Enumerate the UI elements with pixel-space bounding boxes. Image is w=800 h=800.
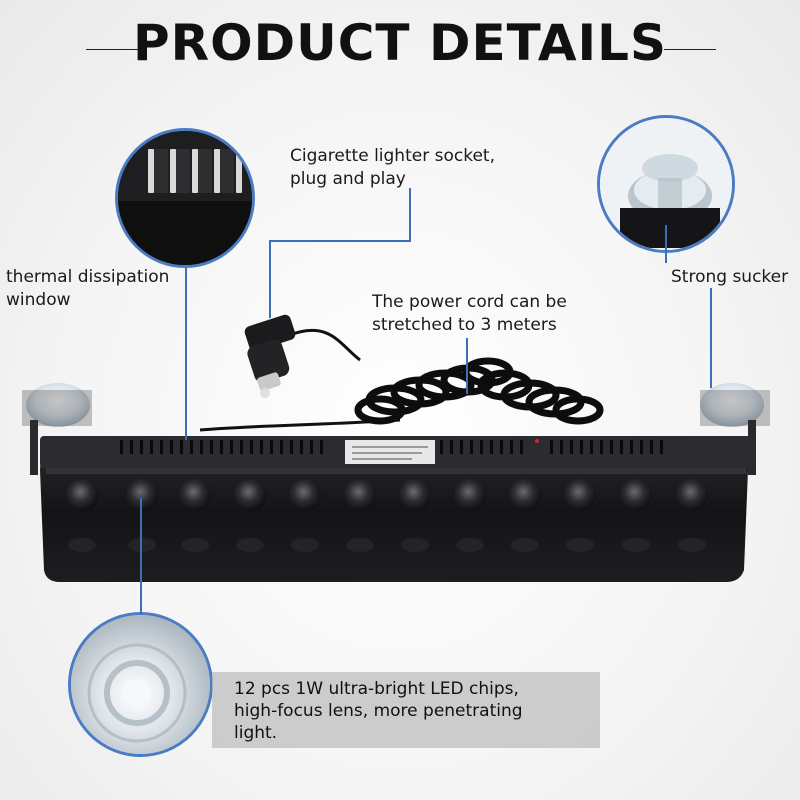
sucker-label-line-1: Strong sucker [671, 267, 789, 287]
vent-slots [120, 440, 663, 454]
thermal-label-line-1: thermal dissipation [6, 267, 170, 287]
led-row [66, 479, 708, 511]
sucker-line-v1 [665, 225, 667, 263]
cord-label-line-1: The power cord can be [372, 292, 567, 312]
thermal-label-line-2: window [6, 290, 71, 310]
led-chip-1 [66, 479, 98, 511]
led-chip-5 [289, 479, 321, 511]
cigarette-label-line-1: Cigarette lighter socket, [290, 146, 495, 166]
title-rule-left [86, 49, 138, 50]
led-line-v [140, 498, 142, 614]
led-label-line-2: high-focus lens, more penetrating [234, 701, 523, 721]
thermal-line-v [185, 268, 187, 440]
page-title: PRODUCT DETAILS [132, 14, 668, 72]
thermal-label: thermal dissipation window [6, 266, 169, 312]
led-callout-box [212, 672, 600, 748]
led-chip-2 [126, 479, 158, 511]
cigarette-plug [244, 314, 296, 398]
led-chip-11 [620, 479, 652, 511]
cord-line-v [466, 338, 468, 394]
led-chip-9 [509, 479, 541, 511]
led-chip-4 [234, 479, 266, 511]
cigarette-line-h [269, 240, 411, 242]
thermal-window-closeup [115, 128, 255, 268]
led-label: 12 pcs 1W ultra-bright LED chips, high-f… [234, 678, 523, 744]
led-label-line-1: 12 pcs 1W ultra-bright LED chips, [234, 679, 519, 699]
led-label-line-3: light. [234, 723, 278, 743]
led-chip-3 [179, 479, 211, 511]
led-chip-12 [676, 479, 708, 511]
led-chip-7 [399, 479, 431, 511]
left-sucker [22, 383, 92, 475]
led-lens-closeup [68, 612, 213, 757]
led-chip-10 [564, 479, 596, 511]
light-bar-body [40, 440, 752, 582]
sucker-line-v2 [710, 288, 712, 388]
cigarette-label: Cigarette lighter socket, plug and play [290, 145, 495, 191]
cord-label-line-2: stretched to 3 meters [372, 315, 557, 335]
cord-label: The power cord can be stretched to 3 met… [372, 291, 567, 337]
led-chip-8 [454, 479, 486, 511]
title-rule-right [664, 49, 716, 50]
sucker-label: Strong sucker [671, 266, 788, 289]
cigarette-line-v1 [409, 188, 411, 242]
led-chip-6 [344, 479, 376, 511]
cigarette-line-v2 [269, 240, 271, 318]
coiled-cord [354, 357, 604, 425]
cigarette-label-line-2: plug and play [290, 169, 406, 189]
